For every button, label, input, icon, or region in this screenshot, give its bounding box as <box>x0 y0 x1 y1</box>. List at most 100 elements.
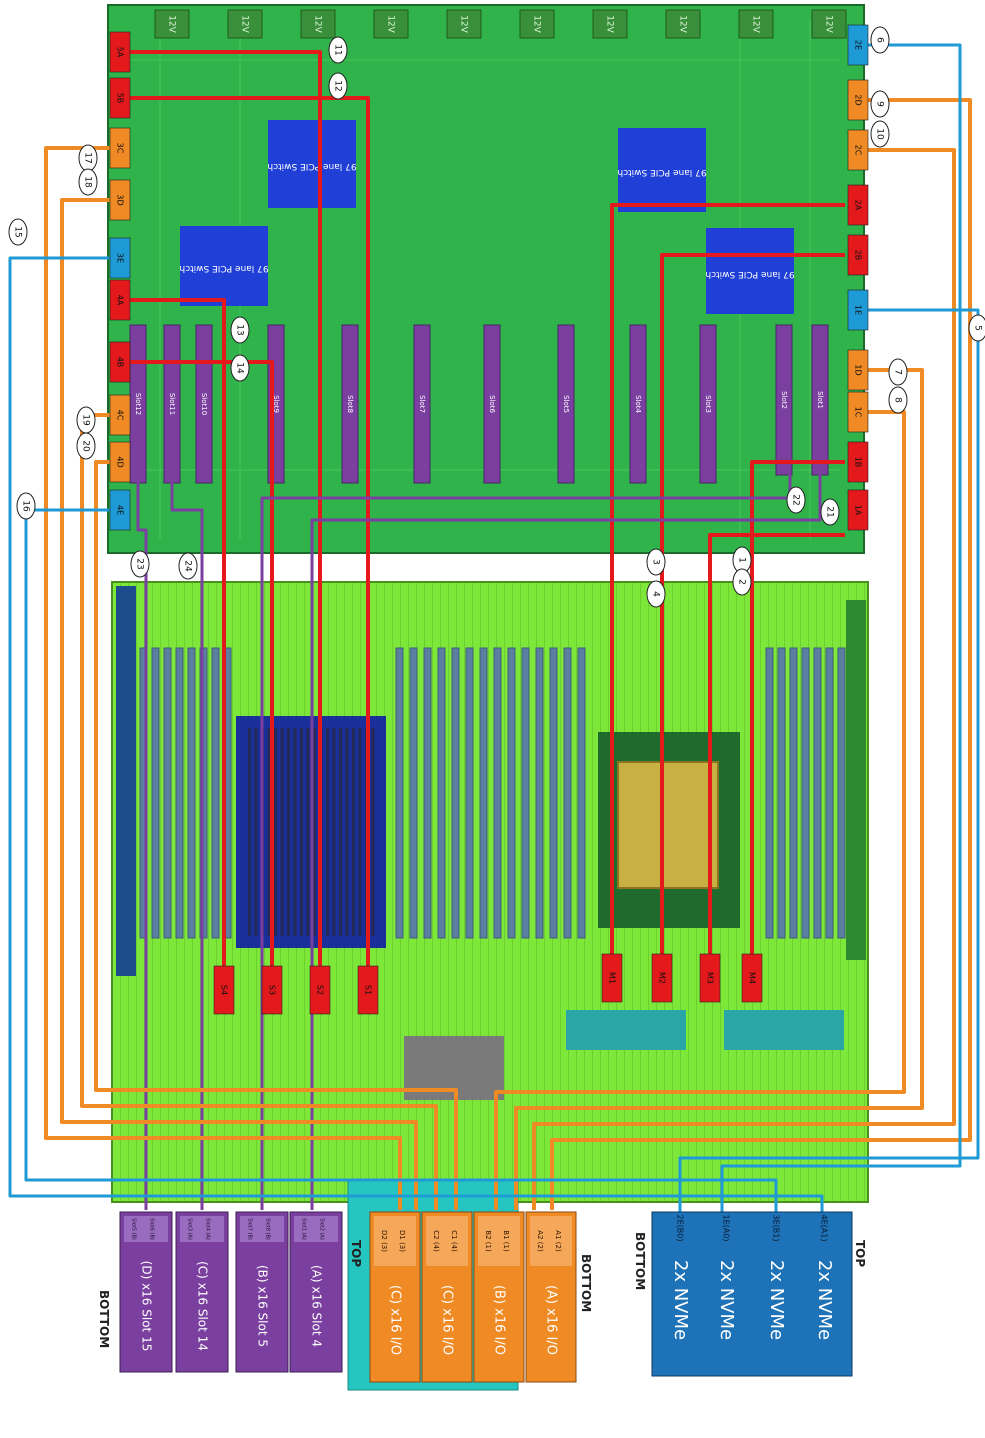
io-endpoint-sub-label: C1 (4) <box>450 1230 458 1252</box>
heatsink-fin <box>372 728 375 936</box>
power-connector-label: 12V <box>605 15 615 33</box>
heatsink-fin <box>339 728 342 936</box>
dimm-slot <box>802 648 809 938</box>
dimm-slot <box>826 648 833 938</box>
dimm-slot <box>480 648 487 938</box>
pcie-slot-label: Slot10 <box>200 393 208 415</box>
dimm-slot <box>508 648 515 938</box>
left-connector-label: 3E <box>116 253 125 263</box>
callout-number: 24 <box>183 560 193 572</box>
dimm-slot <box>522 648 529 938</box>
nvme-endpoint-sub-label: 2E(B0) <box>676 1215 685 1242</box>
right-connector-label: 1E <box>854 305 863 315</box>
callout-number: 22 <box>791 494 801 505</box>
slot-endpoint-title: (A) x16 Slot 4 <box>310 1265 324 1347</box>
callout-number: 1 <box>737 557 747 563</box>
slot-endpoint-title: (B) x16 Slot 5 <box>256 1265 270 1347</box>
dimm-slot <box>536 648 543 938</box>
io-endpoint-sub-label: D1 (3) <box>398 1230 406 1252</box>
label-bottom-mid: BOTTOM <box>579 1254 593 1312</box>
switch-3-label: 97 lane PCIE Switch <box>617 167 706 177</box>
switch-4-label: 97 lane PCIE Switch <box>705 269 794 279</box>
left-connector-label: 4E <box>116 505 125 515</box>
right-connector-label: 1A <box>854 505 863 516</box>
dimm-slot <box>410 648 417 938</box>
left-connector-label: 4C <box>116 410 125 421</box>
right-connector-label: 2A <box>854 200 863 211</box>
mb-connector-s-label: S1 <box>364 985 373 995</box>
pcie-slot-label: Slot12 <box>134 393 142 415</box>
right-connector-label: 1D <box>854 364 863 375</box>
mb-connector-m-label: M4 <box>748 972 757 984</box>
nvme-endpoint-sub-label: 3E(B1) <box>772 1215 781 1242</box>
label-bottom-left: BOTTOM <box>97 1290 111 1348</box>
io-endpoint-title: (A) x16 I/O <box>544 1285 559 1355</box>
heatsink-fin <box>307 728 310 936</box>
dimm-slot <box>564 648 571 938</box>
pcie-slot-label: Slot8 <box>346 395 354 413</box>
mb-connector-m-label: M3 <box>706 972 715 984</box>
right-connector-label: 2B <box>854 250 863 261</box>
dimm-slot <box>438 648 445 938</box>
dimm-slot <box>550 648 557 938</box>
dimm-slot <box>838 648 845 938</box>
dimm-slot <box>766 648 773 938</box>
power-connector-label: 12V <box>678 15 688 33</box>
pcie-slot-label: Slot4 <box>634 395 642 413</box>
slot-endpoint-sub-label: Slot8 (B) <box>265 1218 271 1240</box>
callout-number: 21 <box>825 506 835 517</box>
power-connector-label: 12V <box>459 15 469 33</box>
heatsink-fin <box>346 728 349 936</box>
slot-endpoint-sub-label: Slot6 (B) <box>149 1218 155 1240</box>
callout-number: 8 <box>893 397 903 403</box>
callout-number: 23 <box>135 558 145 569</box>
pcie-slot-label: Slot11 <box>168 393 176 415</box>
mb-connector-s-label: S4 <box>220 985 229 995</box>
mb-connector-m-label: M2 <box>658 972 667 984</box>
callout-number: 19 <box>81 414 91 426</box>
heatsink-fin <box>274 728 277 936</box>
dimm-slot <box>790 648 797 938</box>
nvme-endpoint-title: 2x NVMe <box>814 1260 835 1340</box>
slot-endpoint-sub-label: Slot4 (A) <box>205 1218 211 1240</box>
io-endpoint-sub-label: B1 (1) <box>502 1230 510 1252</box>
right-connector-label: 1B <box>854 457 863 468</box>
callout-number: 20 <box>81 440 91 452</box>
slot-endpoint-title: (C) x16 Slot 14 <box>196 1261 210 1351</box>
right-connector-label: 2E <box>854 40 863 50</box>
heatsink-fin <box>255 728 258 936</box>
callout-number: 2 <box>737 579 747 585</box>
dimm-slot <box>452 648 459 938</box>
pcie-slot-label: Slot6 <box>488 395 496 413</box>
right-riser <box>846 600 866 960</box>
pcie-slot-label: Slot7 <box>418 395 426 413</box>
right-connector-label: 1C <box>854 407 863 418</box>
heatsink-fin <box>294 728 297 936</box>
heatsink-fin <box>248 728 251 936</box>
left-connector-label: 4A <box>116 295 125 306</box>
label-top-mid: TOP <box>349 1240 363 1267</box>
nvme-endpoint-title: 2x NVMe <box>670 1260 691 1340</box>
mb-connector-s-label: S2 <box>316 985 325 995</box>
pcie-switch-1: 97 lane PCIE Switch <box>267 120 356 208</box>
dimm-slot <box>396 648 403 938</box>
pcie-switch-4: 97 lane PCIE Switch <box>705 228 794 314</box>
callout-number: 7 <box>893 369 903 375</box>
mb-connector-m-label: M1 <box>608 972 617 984</box>
slot-endpoint-sub-label: Slot3 (A) <box>187 1218 193 1240</box>
right-connector-label: 2D <box>854 94 863 105</box>
slot-endpoint-sub-label: Slot2 (A) <box>319 1218 325 1240</box>
power-connector-label: 12V <box>240 15 250 33</box>
callout-number: 15 <box>13 226 23 237</box>
io-endpoint-title: (C) x16 I/O <box>440 1285 455 1355</box>
switch-1-label: 97 lane PCIE Switch <box>267 161 356 171</box>
power-connector-label: 12V <box>824 15 834 33</box>
callout-number: 14 <box>235 362 245 374</box>
connector-block-2 <box>724 1010 844 1050</box>
left-connector-label: 4D <box>116 456 125 467</box>
heatsink-fin <box>287 728 290 936</box>
slot-endpoint-sub-label: Slot1 (A) <box>301 1218 307 1240</box>
io-endpoint-sub-label: A1 (2) <box>554 1230 562 1252</box>
pcie-switch-2: 97 lane PCIE Switch <box>179 226 268 306</box>
callout-number: 18 <box>83 176 93 188</box>
